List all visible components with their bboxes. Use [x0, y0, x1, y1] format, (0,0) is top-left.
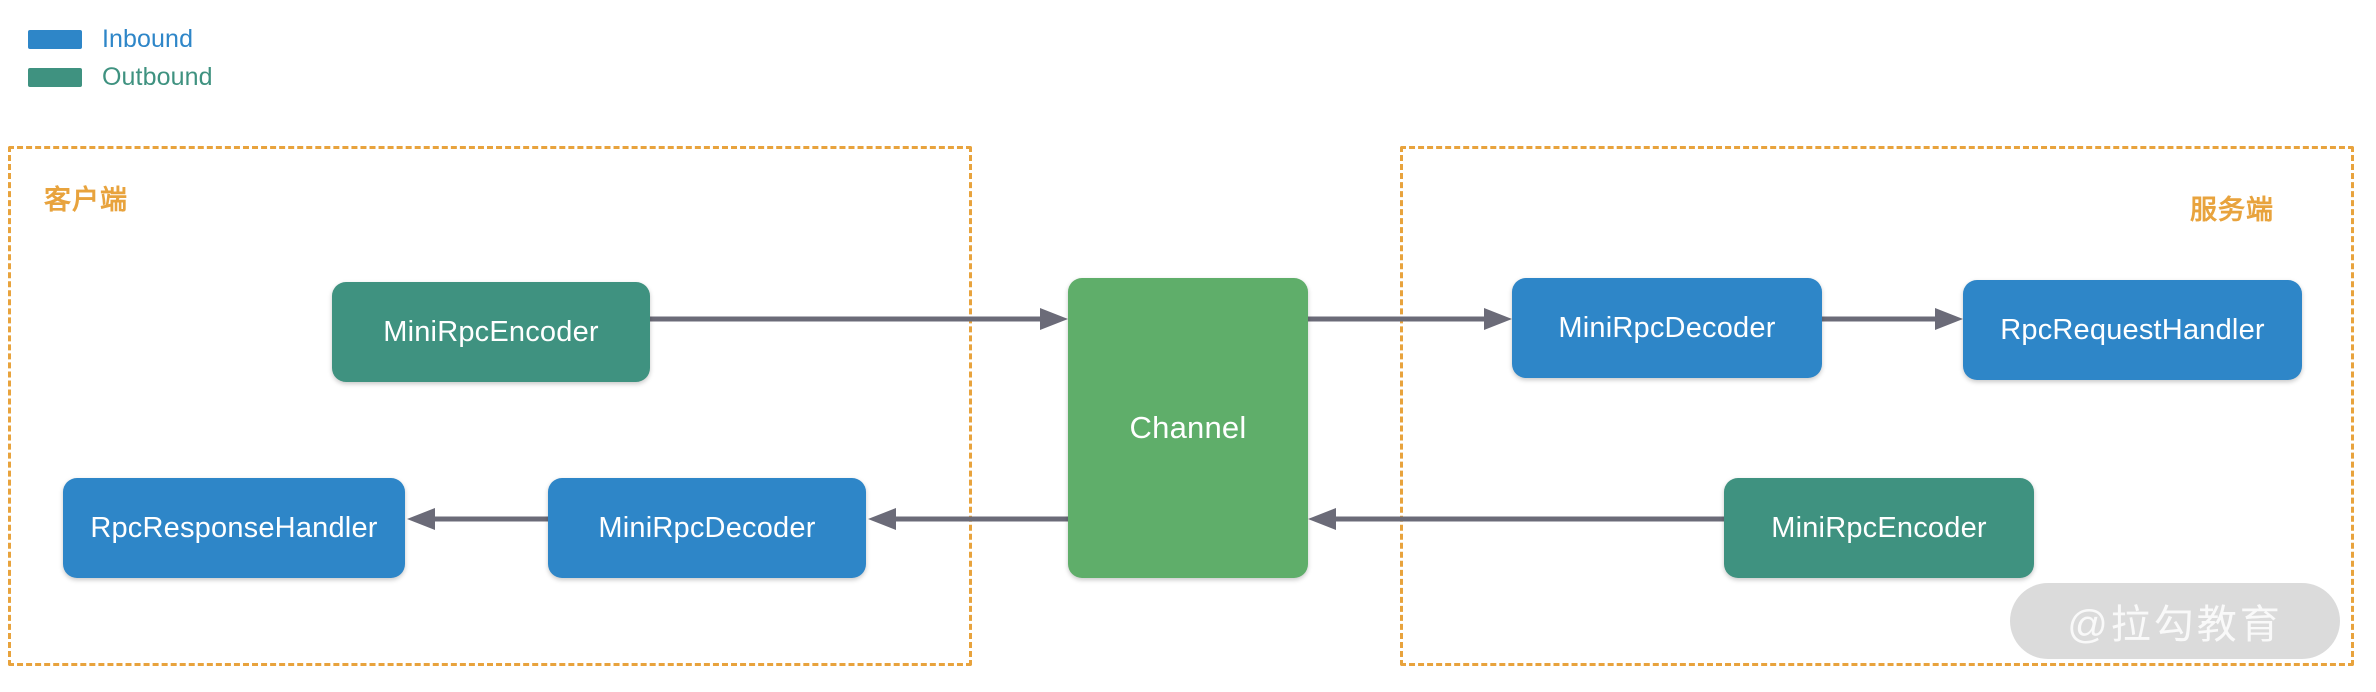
node-server-decoder-label: MiniRpcDecoder — [1558, 311, 1776, 344]
legend-swatch-outbound — [28, 67, 82, 87]
node-client-response-handler[interactable]: RpcResponseHandler — [63, 478, 405, 578]
watermark-text: @拉勾教育 — [2067, 603, 2283, 647]
node-server-request-handler-label: RpcRequestHandler — [2000, 313, 2265, 346]
node-client-decoder[interactable]: MiniRpcDecoder — [548, 478, 866, 578]
connector-channel-to-server-decoder — [1308, 308, 1512, 330]
node-client-decoder-label: MiniRpcDecoder — [598, 511, 816, 544]
node-channel-label: Channel — [1129, 410, 1247, 445]
legend-swatch-inbound — [28, 29, 82, 49]
legend: Inbound Outbound — [28, 22, 213, 98]
node-server-encoder-label: MiniRpcEncoder — [1771, 511, 1987, 544]
node-server-request-handler[interactable]: RpcRequestHandler — [1963, 280, 2302, 380]
legend-item-inbound: Inbound — [28, 22, 213, 56]
node-server-encoder[interactable]: MiniRpcEncoder — [1724, 478, 2034, 578]
zone-client-label: 客户端 — [44, 185, 128, 215]
connector-client-encoder-to-channel — [650, 308, 1068, 330]
zone-server-label: 服务端 — [2190, 195, 2274, 225]
legend-label-inbound: Inbound — [102, 24, 194, 53]
zone-client — [8, 146, 972, 666]
legend-item-outbound: Outbound — [28, 60, 213, 94]
node-client-encoder[interactable]: MiniRpcEncoder — [332, 282, 650, 382]
zone-server — [1400, 146, 2354, 666]
connector-server-encoder-to-channel — [1308, 508, 1726, 530]
node-client-response-handler-label: RpcResponseHandler — [90, 511, 378, 544]
connector-server-decoder-to-request-handler — [1822, 308, 1963, 330]
connector-channel-to-client-decoder — [868, 508, 1072, 530]
node-client-encoder-label: MiniRpcEncoder — [383, 315, 599, 348]
connector-client-decoder-to-response-handler — [407, 508, 550, 530]
node-server-decoder[interactable]: MiniRpcDecoder — [1512, 278, 1822, 378]
node-channel[interactable]: Channel — [1068, 278, 1308, 578]
legend-label-outbound: Outbound — [102, 62, 213, 91]
watermark: @拉勾教育 — [2010, 583, 2340, 659]
